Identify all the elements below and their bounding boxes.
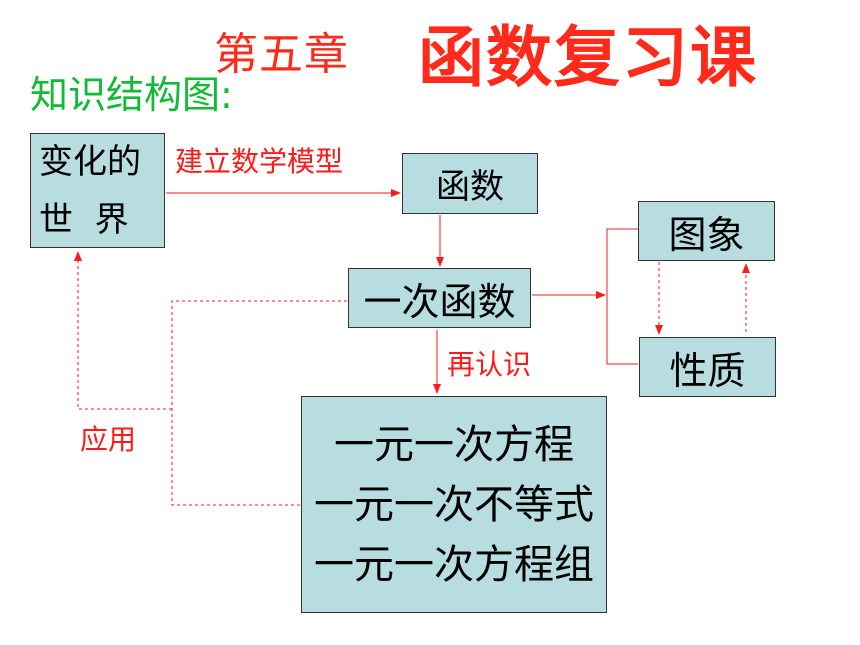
node-property: 性质: [639, 337, 776, 397]
branch-bracket: [606, 228, 638, 365]
node-world-line1: 变化的: [39, 141, 141, 182]
apply-loop-upper: [171, 300, 347, 506]
node-world-line2: 世 界: [39, 199, 129, 240]
diagram-subtitle: 知识结构图:: [30, 73, 233, 117]
node-graph: 图象: [638, 201, 775, 261]
page-title: 函数复习课: [418, 18, 758, 96]
node-eq-linear-equation: 一元一次方程: [334, 421, 574, 468]
node-eq-linear-inequality: 一元一次不等式: [314, 481, 594, 528]
node-linear-function: 一次函数: [348, 268, 531, 328]
title-chapter: 第五章: [214, 29, 349, 80]
node-equations: 一元一次方程 一元一次不等式 一元一次方程组: [301, 396, 607, 613]
node-function: 函数: [402, 153, 538, 214]
apply-loop: [74, 251, 172, 410]
edge-label-apply: 应用: [80, 423, 137, 456]
edge-label-build-model: 建立数学模型: [175, 145, 344, 178]
node-eq-linear-system: 一元一次方程组: [314, 541, 594, 588]
edge-label-re-know: 再认识: [447, 348, 532, 381]
node-changing-world: 变化的 世 界: [30, 133, 165, 248]
